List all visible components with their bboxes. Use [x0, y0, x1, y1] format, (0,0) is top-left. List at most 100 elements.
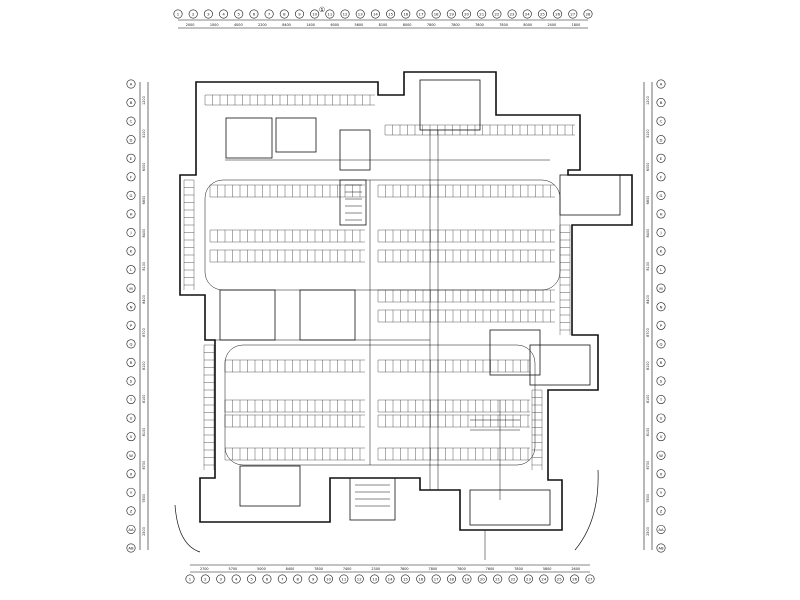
bottom-grid-bubble [231, 574, 241, 584]
top-dimension: 7800 [475, 23, 484, 27]
bottom-grid-bubble [508, 574, 518, 584]
top-grid-bubble-label: 18 [434, 12, 439, 17]
top-dimension: 2200 [258, 23, 267, 27]
top-grid-bubble [173, 9, 183, 19]
top-dimension: 6000 [330, 23, 339, 27]
left-grid-bubble-label: B [130, 100, 133, 105]
top-dimension: 8100 [379, 23, 388, 27]
right-grid-bubble-label: X [660, 471, 663, 476]
stall-column [559, 224, 571, 335]
bottom-dimension: 2700 [200, 567, 209, 571]
stall-row [377, 447, 530, 461]
top-grid-bubble-label: 5 [238, 12, 241, 17]
bottom-grid-bubble-label: 22 [511, 577, 516, 582]
bottom-grid-bubble-label: 23 [526, 577, 531, 582]
right-dimension: 8700 [646, 461, 650, 470]
left-grid-bubble-label: AA [128, 527, 134, 532]
right-grid-bubble [656, 265, 666, 275]
bottom-grid-bubble-label: 24 [541, 577, 546, 582]
bottom-grid-bubble-label: 21 [495, 577, 500, 582]
stall-column [203, 344, 215, 470]
top-grid-bubble [401, 9, 411, 19]
bottom-dimension: 7800 [457, 567, 466, 571]
right-grid-bubble [656, 413, 666, 423]
right-grid-bubble [656, 469, 666, 479]
bottom-dimension: 7800 [514, 567, 523, 571]
right-grid-bubble [656, 395, 666, 405]
right-grid-bubble-label: R [660, 360, 663, 365]
north-marker: ① [319, 6, 325, 14]
top-grid-bubble-label: 7 [268, 12, 271, 17]
left-grid-bubble [126, 376, 136, 386]
left-dimension-labels: 1200310060006800840081008400870081008100… [142, 96, 146, 535]
right-grid-bubble [656, 116, 666, 126]
right-grid-bubble [656, 135, 666, 145]
top-grid-bubble-label: 8 [283, 12, 286, 17]
bottom-grid-bubble-label: 9 [312, 577, 315, 582]
right-grid-bubble-label: T [659, 397, 663, 402]
left-grid-bubble-label: J [129, 230, 131, 235]
bottom-grid-bubble-label: 16 [418, 577, 423, 582]
right-grid-bubble-label: N [660, 304, 663, 309]
stall-row [224, 447, 365, 461]
right-grid-bubble-label: K [660, 249, 663, 254]
bottom-grid-bubble [431, 574, 441, 584]
left-grid-bubble [126, 227, 136, 237]
stall-row [377, 414, 530, 428]
bottom-grid-bubble-label: 20 [480, 577, 485, 582]
top-grid-bubble [370, 9, 380, 19]
left-grid-bubble-label: W [129, 453, 133, 458]
left-dimension: 7800 [142, 494, 146, 503]
left-grid-bubble-label: AB [128, 546, 134, 551]
right-dimension-strip [643, 82, 653, 550]
bottom-grid-bubble [354, 574, 364, 584]
right-dimension: 8100 [646, 395, 650, 404]
left-grid-bubble [126, 302, 136, 312]
left-grid-bubble-label: Z [130, 508, 133, 513]
bottom-dimension: 2600 [571, 567, 580, 571]
left-grid-bubble-label: X [130, 471, 133, 476]
right-grid-bubble-label: E [660, 156, 663, 161]
right-dimension: 8700 [646, 328, 650, 337]
right-grid-bubble [656, 543, 666, 553]
top-grid-bubble-label: 3 [207, 12, 210, 17]
bottom-grid-bubble [277, 574, 287, 584]
top-grid-bubble-label: 11 [327, 12, 332, 17]
bottom-grid-bubble-label: 2 [204, 577, 207, 582]
left-grid-bubble-label: Q [130, 341, 133, 346]
top-grid-bubble [446, 9, 456, 19]
right-grid-bubble-label: C [660, 119, 663, 124]
bottom-dimension: 8400 [286, 567, 295, 571]
top-grid-bubble [203, 9, 213, 19]
top-grid-bubble-label: 2 [192, 12, 195, 17]
site-boundary [174, 469, 599, 553]
stall-row [209, 229, 365, 243]
bottom-grid-bubble [493, 574, 503, 584]
top-dimension: 2000 [186, 23, 195, 27]
right-grid-bubble-label: H [660, 212, 663, 217]
left-grid-bubble-label: F [130, 174, 132, 179]
top-grid-bubble-label: 16 [403, 12, 408, 17]
bottom-dimension: 7800 [400, 567, 409, 571]
bottom-grid-bubble [185, 574, 195, 584]
right-grid-bubble-label: V [660, 434, 663, 439]
bottom-dimension: 7800 [429, 567, 438, 571]
bottom-grid-bubble-label: 17 [434, 577, 439, 582]
bottom-grid-bubble [554, 574, 564, 584]
top-grid-bubble [264, 9, 274, 19]
top-grid-bubble [325, 9, 335, 19]
left-grid-bubble [126, 543, 136, 553]
top-grid-bubble-label: 17 [419, 12, 424, 17]
right-dimension: 8100 [646, 361, 650, 370]
right-grid-bubble-label: L [660, 267, 663, 272]
left-grid-bubble-label: D [130, 137, 133, 142]
top-grid-bubble [477, 9, 487, 19]
left-grid-bubble [126, 265, 136, 275]
bottom-dimension: 5000 [257, 567, 266, 571]
stall-row [204, 94, 375, 106]
top-grid-bubble-label: 28 [586, 12, 591, 17]
right-grid-bubble [656, 376, 666, 386]
right-grid-bubble [656, 227, 666, 237]
